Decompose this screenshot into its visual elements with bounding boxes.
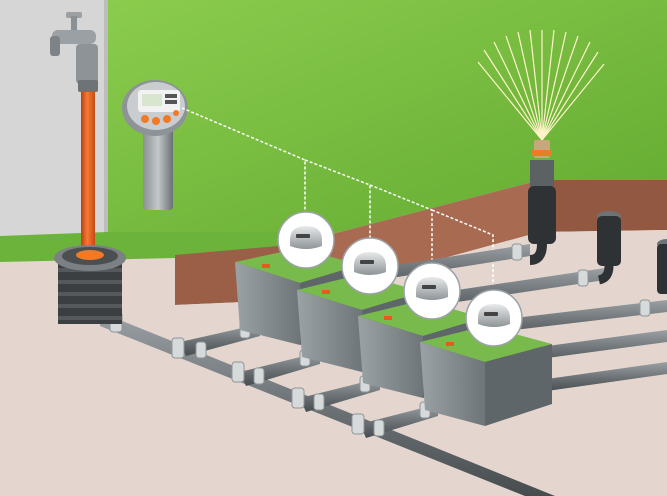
pop-up-sprinkler-icon [597, 211, 621, 285]
outlet-couplings [511, 243, 651, 317]
solenoid-valve-icon [341, 237, 399, 295]
sprinkler-spray [477, 29, 605, 141]
solenoid-valve-icon [277, 211, 335, 269]
irrigation-controller-icon [122, 80, 188, 210]
solenoid-valve-icon [403, 262, 461, 320]
sprinkler-head-icon [528, 140, 556, 265]
water-faucet-icon [50, 12, 98, 92]
soil-cut-right [540, 180, 667, 232]
water-distribution-well [54, 245, 126, 324]
solenoid-valve-icon [465, 289, 523, 347]
pop-up-sprinkler-icon [657, 239, 667, 294]
house-wall-edge [104, 0, 110, 250]
supply-hose [81, 88, 95, 263]
control-wires [181, 107, 494, 292]
